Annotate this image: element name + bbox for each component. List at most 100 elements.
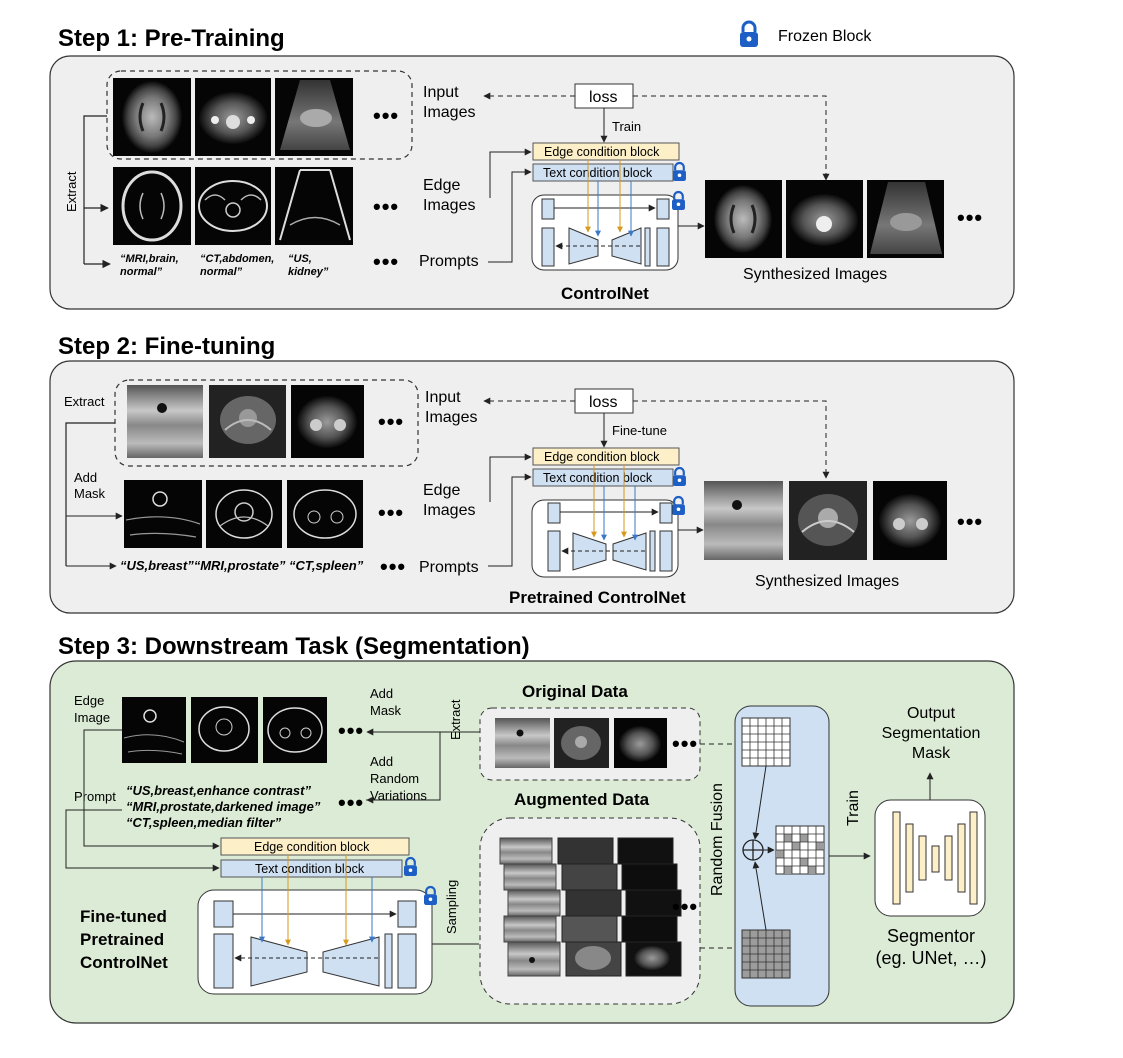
step2-edge-block [532, 447, 680, 466]
step2-unet [547, 465, 673, 572]
step2-prompts-text: “US,breast”“MRI,prostate” “CT,spleen” [120, 558, 364, 573]
step1-prompt-to-block [488, 168, 532, 263]
step3-text-block-label: Text condition block [255, 862, 365, 876]
step2-input-us-image [127, 385, 203, 458]
step1-unet [541, 160, 670, 267]
step3-original-label: Original Data [522, 682, 628, 701]
step2-finetune-label: Fine-tune [612, 423, 667, 438]
oplus-icon [742, 839, 764, 861]
step1-text-block-label: Text condition block [543, 166, 653, 180]
step3-edge-to-block [83, 729, 220, 850]
step1-prompt-3: “US,kidney” [288, 253, 329, 278]
step1-title: Step 1: Pre-Training [58, 25, 285, 52]
step3-sampling-label: Sampling [444, 880, 459, 934]
step3-extract-label: Extract [448, 699, 463, 740]
lock-icon [740, 20, 758, 47]
step2-input-mri-image [209, 385, 286, 458]
step3-original-mri-image [554, 718, 609, 768]
step1-input-mri-image [113, 78, 191, 156]
step3-prompt-1: “US,breast,enhance contrast” [126, 783, 311, 798]
step1-loss-label: loss [589, 89, 617, 106]
lock-icon [672, 190, 685, 210]
lock-icon [673, 466, 686, 486]
legend-frozen-label: Frozen Block [778, 28, 872, 45]
step3-grid-original [741, 717, 791, 767]
step3-prompt-label: Prompt [74, 789, 116, 804]
step1-prompt-1: “MRI,brain,normal” [120, 253, 179, 278]
step1-extract-line [83, 115, 107, 264]
step3-orig-to-fuse [752, 765, 767, 840]
step1-synth-label: Synthesized Images [743, 266, 887, 283]
step1-edge-us-image [275, 167, 353, 245]
step3-prompt-to-block [65, 809, 220, 872]
step3-edge-mri-image [191, 697, 258, 763]
step3-random-fusion-label: Random Fusion [709, 783, 726, 896]
step3-original-ct-image [614, 718, 667, 768]
step3-original-us-image [495, 718, 550, 768]
step1-input-dots: ••• [373, 103, 399, 128]
legend: Frozen Block [740, 20, 872, 47]
step2-loss-from-synth [633, 400, 830, 479]
step2-edge-us-image [124, 480, 202, 548]
step2-edge-dots: ••• [378, 500, 404, 525]
step1-edge-ct-image [195, 167, 271, 245]
step3-train-label: Train [845, 790, 862, 826]
step3-edge-block-label: Edge condition block [254, 840, 370, 854]
step1-prompt-dots: ••• [373, 249, 399, 274]
step3-augmented-label: Augmented Data [514, 790, 650, 809]
step3-title: Step 3: Downstream Task (Segmentation) [58, 633, 530, 660]
step1-edge-block [532, 142, 680, 161]
step3-grid-augmented [741, 929, 791, 979]
step3-augmented-stack [499, 837, 682, 977]
step3-segmentor-label: Segmentor(eg. UNet, …) [875, 926, 986, 968]
lock-icon [424, 885, 437, 905]
step2-title: Step 2: Fine-tuning [58, 333, 275, 360]
lock-icon [404, 856, 417, 876]
step2-input-dots: ••• [378, 409, 404, 434]
step2-edge-mri-image [206, 480, 282, 548]
step1-synth-us-image [867, 180, 944, 258]
step2-edge-ct-image [287, 480, 363, 548]
step1-loss-from-synth [633, 95, 830, 181]
step2-extract-label: Extract [64, 394, 105, 409]
step3-original-dots: ••• [672, 731, 698, 756]
step1-input-ct-image [195, 78, 271, 156]
step2-synth-label: Synthesized Images [755, 573, 899, 590]
step2-input-ct-image [291, 385, 364, 458]
step1-edge-dots: ••• [373, 194, 399, 219]
step1-edge-block-label: Edge condition block [544, 145, 660, 159]
step3-segmentor-unet [892, 811, 978, 905]
step3-prompt-3: “CT,spleen,median filter” [126, 815, 282, 830]
step2-synth-mri-image [789, 481, 867, 560]
step3-prompt-dots: ••• [338, 790, 364, 815]
step2-synth-us-image [704, 481, 783, 560]
step2-controlnet-label: Pretrained ControlNet [509, 588, 686, 607]
step2-edge-to-block [489, 453, 532, 502]
step1-controlnet-label: ControlNet [561, 284, 649, 303]
step3-text-block [220, 859, 403, 878]
step1-synth-mri-image [705, 180, 782, 258]
step3-aug-to-fuse [752, 861, 767, 931]
step2-edge-block-label: Edge condition block [544, 450, 660, 464]
step3-unet [213, 855, 417, 989]
lock-icon [673, 161, 686, 181]
step2-prompt-dots: ••• [380, 554, 406, 579]
step2-prompts-label: Prompts [419, 559, 479, 576]
step1-prompt-2: “CT,abdomen,normal” [200, 253, 274, 278]
step2-text-block-label: Text condition block [543, 471, 653, 485]
step1-prompts-label: Prompts [419, 253, 479, 270]
step1-extract-label: Extract [64, 171, 79, 212]
step1-synth-ct-image [786, 180, 863, 258]
step3-segmentor-box [874, 799, 986, 917]
lock-icon [672, 495, 685, 515]
step2-loss-label: loss [589, 394, 617, 411]
